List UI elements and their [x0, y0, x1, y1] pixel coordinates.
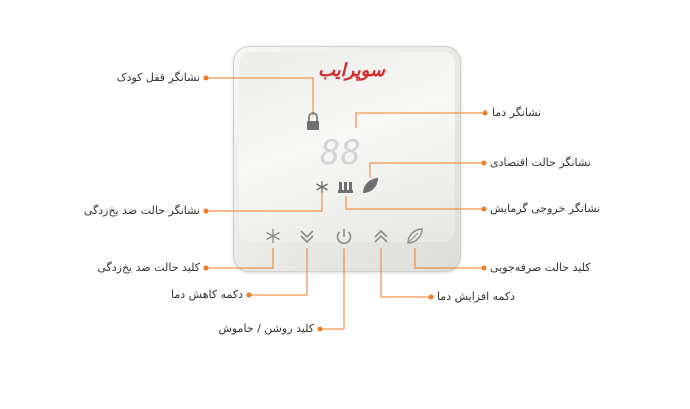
dot-heating-output	[481, 206, 487, 212]
leader-antifreeze-key	[206, 248, 274, 269]
label-saving-key: کلید حالت صرفه‌جویی	[490, 261, 591, 274]
leader-dots	[203, 75, 488, 332]
leaf-icon[interactable]	[407, 228, 423, 244]
leader-temp-up	[380, 248, 431, 298]
leader-lines	[206, 77, 485, 330]
leader-power	[320, 248, 345, 330]
label-temp-down: دکمه کاهش دما	[171, 288, 243, 301]
leader-saving-key	[414, 248, 484, 269]
leader-heating-output	[345, 196, 484, 210]
label-temperature: نشانگر دما	[492, 106, 542, 119]
thermostat-glass-panel	[239, 52, 455, 242]
snowflake-icon[interactable]	[266, 229, 280, 243]
lock-icon	[307, 112, 319, 130]
brand-logo: سوپرایب	[318, 60, 386, 81]
dot-power	[317, 326, 323, 332]
chevron-up-icon[interactable]	[374, 229, 388, 243]
dot-temp-up	[428, 294, 434, 300]
leader-child-lock	[206, 77, 314, 116]
label-antifreeze-indicator: نشانگر حالت ضد یخ‌زدگی	[83, 204, 200, 217]
chevron-down-icon[interactable]	[300, 230, 314, 244]
dot-eco-mode	[481, 160, 487, 166]
label-antifreeze-key: کلید حالت ضد یخ‌زدگی	[97, 261, 200, 274]
label-temp-up: دکمه افزایش دما	[437, 290, 516, 303]
leader-temp-down	[249, 248, 308, 296]
label-power: کلید روشن / خاموش	[218, 322, 314, 335]
leaf-icon	[363, 178, 378, 193]
heating-output-icon	[338, 182, 353, 193]
leader-antifreeze-indicator	[206, 192, 323, 212]
leader-eco-mode	[369, 162, 484, 178]
label-child-lock: نشانگر قفل کودک	[116, 71, 200, 84]
dot-temperature	[482, 110, 488, 116]
label-heating-output: نشانگر خروجی گرمایش	[490, 202, 601, 215]
dot-temp-down	[246, 292, 252, 298]
power-icon[interactable]	[336, 229, 352, 244]
temperature-display: 88	[320, 133, 361, 173]
leader-temperature	[355, 112, 485, 128]
dot-antifreeze-key	[203, 265, 209, 271]
dot-child-lock	[203, 75, 209, 81]
snowflake-icon	[316, 181, 328, 193]
dot-saving-key	[481, 265, 487, 271]
display-digits: 88	[320, 133, 361, 173]
dot-antifreeze-indicator	[203, 208, 209, 214]
label-eco-mode: نشانگر حالت اقتصادی	[490, 156, 591, 169]
